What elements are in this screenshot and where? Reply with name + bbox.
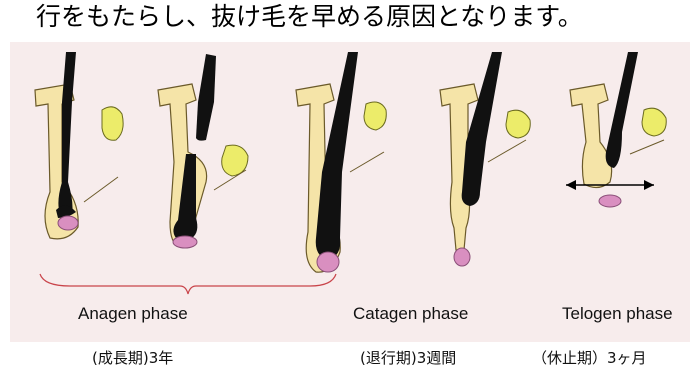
telogen-duration: （休止期）3ヶ月 xyxy=(532,348,647,368)
follicle-anagen-full xyxy=(296,52,386,272)
anagen-duration: (成長期)3年 xyxy=(92,348,173,368)
telogen-label: Telogen phase xyxy=(562,304,673,324)
catagen-label: Catagen phase xyxy=(353,304,468,324)
anagen-bracket xyxy=(40,274,336,294)
follicle-telogen xyxy=(566,52,666,207)
page-heading: 行をもたらし、抜け毛を早める原因となります。 xyxy=(36,2,583,32)
catagen-duration: (退行期)3週間 xyxy=(360,348,456,368)
anagen-label: Anagen phase xyxy=(78,304,188,324)
follicle-catagen xyxy=(440,52,530,266)
follicle-anagen-mid xyxy=(158,54,248,248)
hair-cycle-panel: .fol { fill: #f5e4a8; stroke: #6b5a2a; s… xyxy=(10,42,690,342)
hair-cycle-diagram: .fol { fill: #f5e4a8; stroke: #6b5a2a; s… xyxy=(10,42,690,342)
follicle-anagen-early xyxy=(35,52,123,239)
